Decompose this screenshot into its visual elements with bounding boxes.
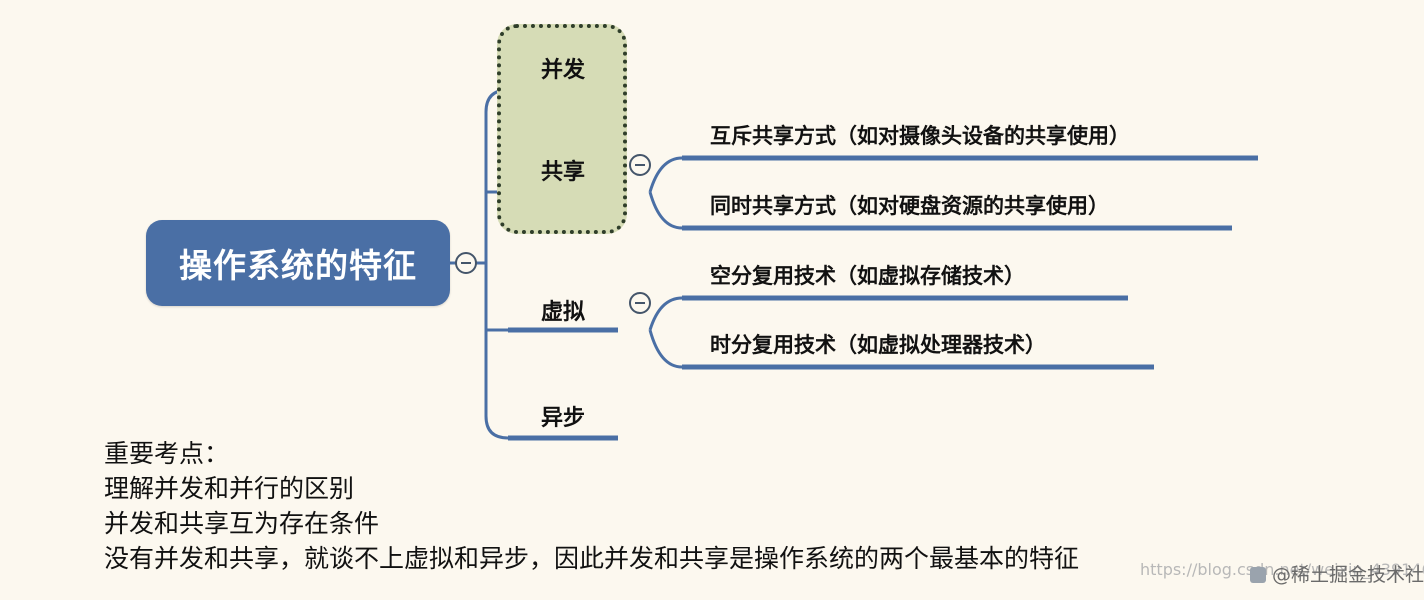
sharing-child-simultaneous[interactable]: 同时共享方式（如对硬盘资源的共享使用） — [710, 194, 1109, 218]
brand-logo-icon — [1250, 567, 1266, 583]
sharing-connector-1 — [648, 156, 683, 193]
branch-virtual[interactable]: 虚拟 — [540, 300, 585, 325]
branch-async[interactable]: 异步 — [540, 406, 585, 431]
root-node[interactable]: 操作系统的特征 — [146, 220, 450, 306]
root-node-label: 操作系统的特征 — [179, 246, 417, 285]
watermark-url: https://blog.csdn.net/weixin_43914604 — [1140, 560, 1424, 579]
notes-line: 并发和共享互为存在条件 — [104, 509, 380, 538]
brand-watermark: @稀土掘金技术社区 — [1250, 560, 1424, 587]
sharing-connector-2 — [648, 191, 683, 230]
sharing-collapse-icon[interactable] — [629, 154, 651, 176]
virtual-connector-1 — [648, 296, 683, 331]
virtual-collapse-icon[interactable] — [629, 292, 651, 314]
virtual-connector-2 — [648, 329, 683, 369]
virtual-child-time-division[interactable]: 时分复用技术（如虚拟处理器技术） — [710, 333, 1046, 357]
virtual-child-space-division[interactable]: 空分复用技术（如虚拟存储技术） — [710, 264, 1025, 288]
highlight-box — [497, 24, 627, 234]
trunk-line — [484, 88, 509, 440]
notes-line: 理解并发和并行的区别 — [104, 474, 355, 503]
brand-text: @稀土掘金技术社区 — [1272, 564, 1424, 586]
root-collapse-icon[interactable] — [455, 252, 477, 274]
branch-concurrency[interactable]: 并发 — [540, 58, 585, 83]
key-points-notes: 重要考点： 理解并发和并行的区别 并发和共享互为存在条件 没有并发和共享，就谈不… — [104, 436, 1079, 576]
branch-sharing[interactable]: 共享 — [540, 160, 585, 185]
notes-heading: 重要考点： — [104, 439, 230, 468]
notes-line: 没有并发和共享，就谈不上虚拟和异步，因此并发和共享是操作系统的两个最基本的特征 — [104, 544, 1080, 573]
sharing-child-mutex[interactable]: 互斥共享方式（如对摄像头设备的共享使用） — [710, 124, 1130, 148]
